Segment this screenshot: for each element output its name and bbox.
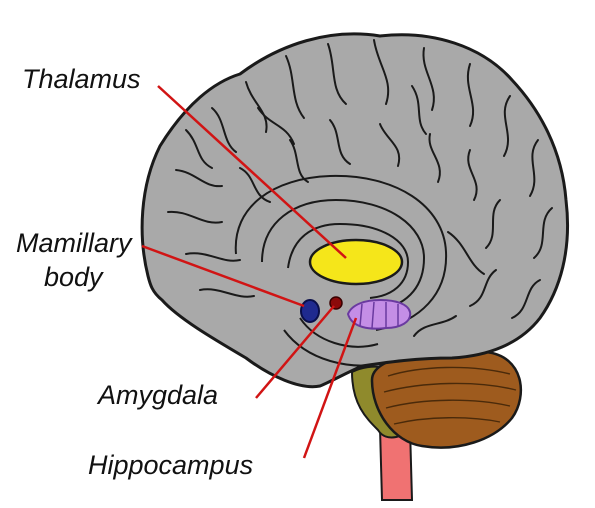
label-mamillary: Mamillary (16, 228, 133, 258)
hippocampus (348, 300, 410, 329)
label-hippocampus: Hippocampus (88, 450, 253, 480)
label-amygdala: Amygdala (96, 380, 218, 410)
label-thalamus: Thalamus (22, 64, 141, 94)
cerebrum (142, 34, 567, 387)
mamillary-body (301, 300, 319, 322)
label-mamillary-body: body (44, 262, 104, 292)
cerebellum (372, 351, 521, 448)
thalamus (310, 240, 402, 284)
